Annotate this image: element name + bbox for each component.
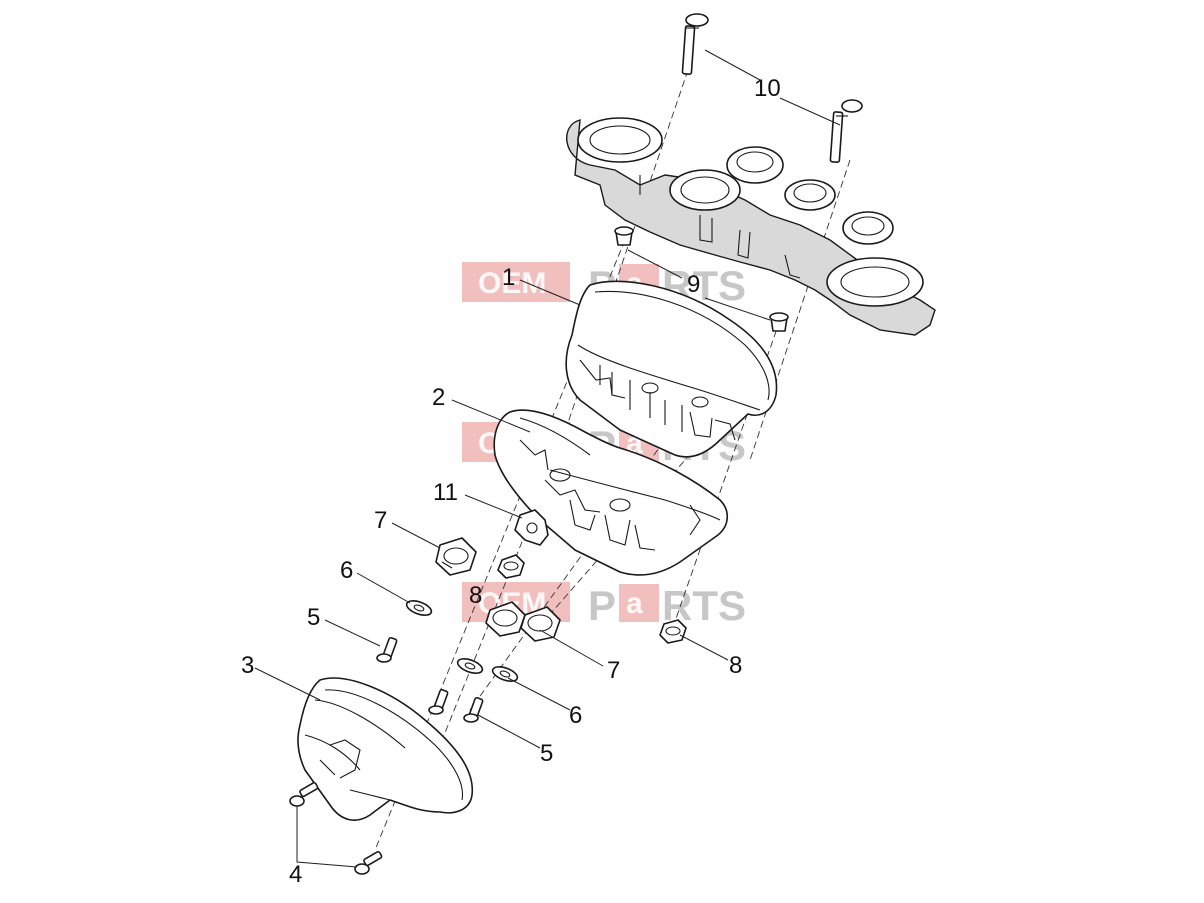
- part-4-screw-upper: [289, 781, 319, 807]
- leader-7-right: [539, 629, 604, 667]
- clamp-center-hole: [669, 169, 741, 211]
- callout-9: 9: [687, 271, 700, 298]
- part-8-nut-right: [659, 619, 687, 644]
- leader-10-left: [704, 49, 761, 81]
- part-9-pin-lower: [769, 312, 789, 332]
- callout-7-right: 7: [607, 657, 620, 684]
- leader-10-right: [779, 97, 841, 126]
- leader-6-left: [356, 572, 411, 604]
- part-4-screw-lower: [354, 850, 383, 875]
- leader-8-right: [679, 634, 729, 661]
- upper-triple-clamp: [566, 117, 936, 336]
- part-10-bolt-left: [681, 13, 709, 75]
- part-7-grommet-left: [435, 537, 477, 576]
- clamp-fork-hole-left: [577, 117, 663, 163]
- callout-8-center: 8: [469, 582, 482, 609]
- leader-2: [451, 399, 531, 433]
- part-6-washer-right: [491, 666, 519, 682]
- callout-labels: 10 9 1 2 11 7 6 8 5 3 7 8 6 5 4: [241, 75, 781, 888]
- callout-11: 11: [433, 479, 458, 506]
- part-3-lower-housing: [297, 677, 474, 821]
- part-8-nut-center: [497, 554, 525, 579]
- part-10-bolt-right: [829, 99, 863, 163]
- watermark-bot-p: P: [588, 582, 616, 629]
- part-5-pin-right: [463, 696, 484, 723]
- leader-6-right: [507, 677, 571, 711]
- watermark-bot-a: a: [626, 587, 643, 620]
- leader-11: [464, 494, 523, 519]
- leader-5-right: [477, 714, 541, 749]
- part-7-grommet-right: [520, 606, 561, 642]
- callout-6-right: 6: [569, 702, 582, 729]
- callout-6-left: 6: [340, 557, 353, 584]
- leader-5-left: [324, 619, 381, 647]
- leader-3: [254, 667, 321, 701]
- leader-9-lower: [704, 297, 771, 321]
- part-2-rear-housing: [493, 409, 729, 576]
- leader-9-upper: [627, 249, 683, 279]
- part-1-instrument-cover: [565, 280, 778, 458]
- leader-1: [519, 279, 581, 306]
- watermark-bot-bike: BIKE: [570, 598, 580, 620]
- leader-lines: [254, 49, 841, 868]
- callout-5-right: 5: [540, 740, 553, 767]
- watermark-top-oem: OEM: [478, 267, 546, 300]
- clamp-fork-hole-right: [826, 257, 924, 307]
- callout-7-left: 7: [374, 507, 387, 534]
- watermark-bot-a-box: [619, 584, 659, 622]
- part-6-washer-left: [405, 600, 433, 616]
- part-7-grommet-center: [485, 601, 526, 637]
- axis-center-a: [469, 404, 691, 711]
- callout-3: 3: [241, 652, 254, 679]
- part-9-pin-upper: [614, 226, 634, 246]
- callout-4: 4: [289, 861, 302, 888]
- part-5-pin-center: [428, 688, 449, 715]
- leader-7-left: [391, 522, 441, 549]
- callout-2: 2: [432, 384, 445, 411]
- watermark-top-left-box: [462, 262, 570, 302]
- watermark-top-bike: BIKE: [570, 278, 580, 300]
- callout-8-right: 8: [729, 652, 742, 679]
- callout-5-left: 5: [307, 604, 320, 631]
- part-6-washer-center: [456, 658, 484, 674]
- part-11-bracket: [514, 509, 549, 546]
- leader-4: [296, 806, 358, 868]
- callout-10: 10: [754, 75, 781, 102]
- part-5-pin-left: [376, 636, 398, 663]
- axis-right-bolt: [749, 159, 851, 461]
- callout-1: 1: [502, 264, 515, 291]
